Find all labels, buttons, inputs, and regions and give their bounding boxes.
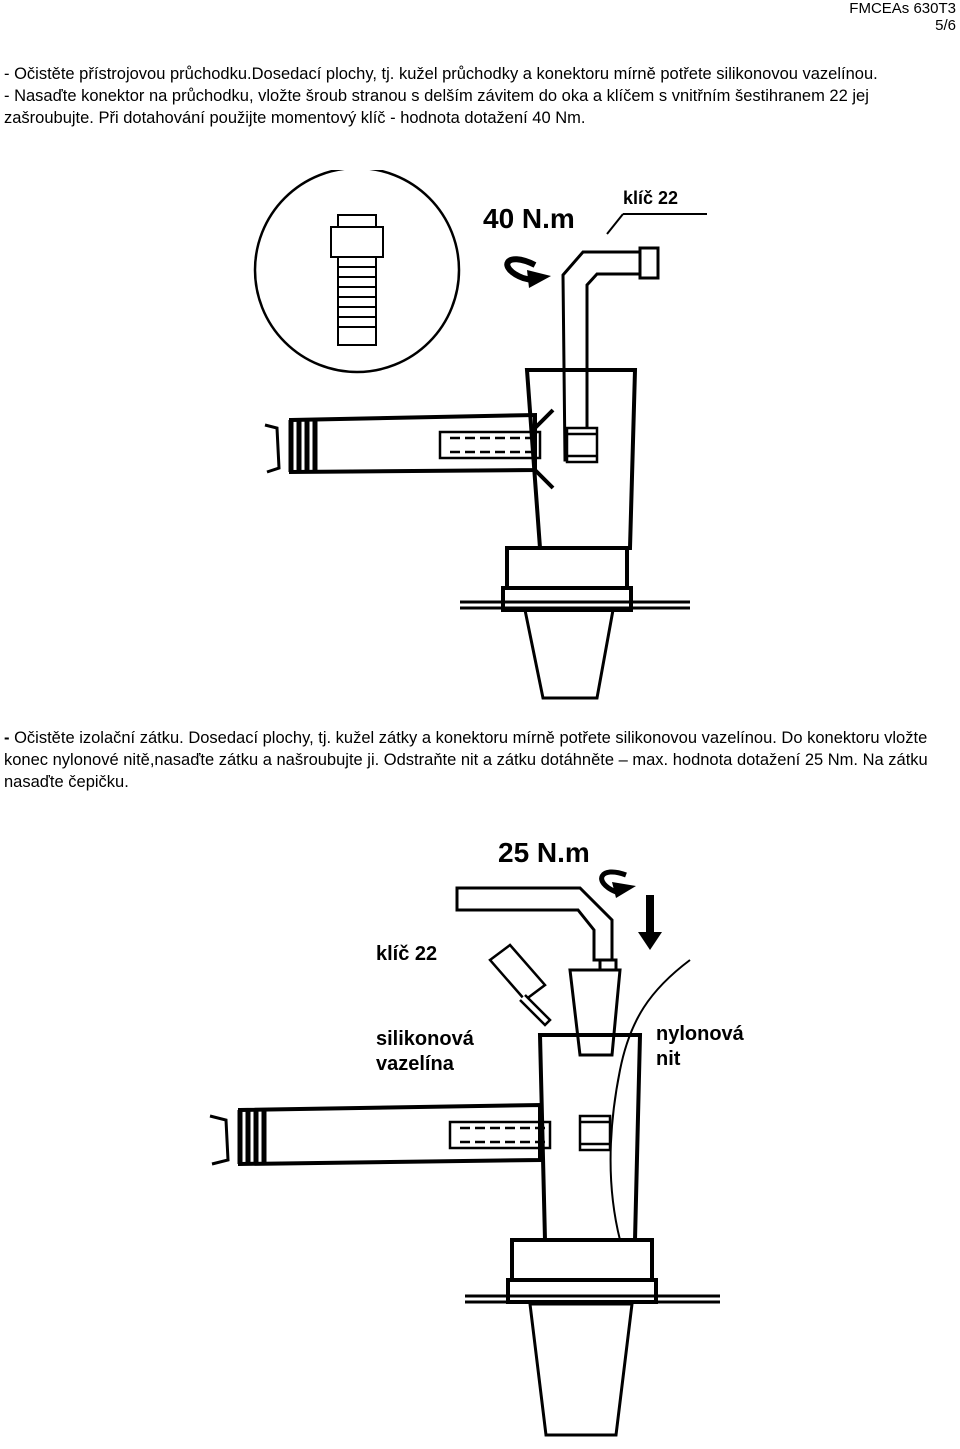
- key-label-22: klíč 22: [376, 943, 437, 965]
- mounting-plate-drawing: [465, 1294, 720, 1304]
- connector-rubber-ribs: [237, 1110, 267, 1164]
- instruction-paragraph-1: - Očistěte přístrojovou průchodku.Doseda…: [4, 63, 954, 129]
- bolt-in-connector: [448, 1114, 612, 1152]
- figure-connector-bolt-tightening: 40 N.m klíč 22: [253, 170, 707, 700]
- mounting-plate-drawing: [460, 600, 690, 610]
- hex-key-wrench-icon: [561, 246, 660, 462]
- thread-label-line1: nylonová: [656, 1023, 745, 1045]
- connector-cable-end: [209, 1114, 230, 1166]
- rotation-arrow-icon: [504, 256, 537, 283]
- bushing-cone-drawing: [523, 608, 615, 700]
- grease-label-line2: vazelína: [376, 1053, 455, 1075]
- instruction-clean-plug: Očistěte izolační zátku. Dosedací plochy…: [4, 729, 928, 791]
- rotation-arrow-icon: [599, 869, 627, 895]
- instruction-mount-connector: - Nasaďte konektor na průchodku, vložte …: [4, 87, 869, 127]
- bushing-cone-drawing: [528, 1302, 634, 1437]
- page-number: 5/6: [935, 17, 956, 34]
- instruction-paragraph-2: - Očistěte izolační zátku. Dosedací ploc…: [4, 727, 954, 793]
- insulating-plug-drawing: [568, 958, 622, 1057]
- hex-key-wrench-icon: [455, 886, 614, 962]
- connector-rubber-ribs: [288, 420, 318, 472]
- nylon-thread-line: [609, 959, 691, 1241]
- document-code: FMCEAs 630T3: [849, 0, 956, 17]
- page-header: FMCEAs 630T3 5/6: [849, 0, 956, 34]
- key-label-22: klíč 22: [623, 188, 678, 208]
- grease-tube-icon: [488, 943, 552, 1027]
- connector-body-drawing: [238, 1033, 658, 1304]
- torque-label-25: 25 N.m: [498, 837, 590, 868]
- grease-label-line1: silikonová: [376, 1028, 475, 1050]
- bolt-detail-icon: [330, 214, 384, 346]
- thread-label-line2: nit: [656, 1048, 681, 1070]
- instruction-clean-bushing: - Očistěte přístrojovou průchodku.Doseda…: [4, 65, 878, 83]
- instruction-dash: -: [4, 729, 10, 747]
- torque-label-40: 40 N.m: [483, 203, 575, 234]
- connector-cable-end: [264, 423, 281, 474]
- figure-plug-tightening: 25 N.m klíč 22 silikonová vazelína nylon…: [209, 837, 745, 1437]
- bolt-in-connector: [438, 426, 599, 464]
- down-arrow-icon: [638, 895, 662, 950]
- bolt-detail-circle: [253, 170, 461, 374]
